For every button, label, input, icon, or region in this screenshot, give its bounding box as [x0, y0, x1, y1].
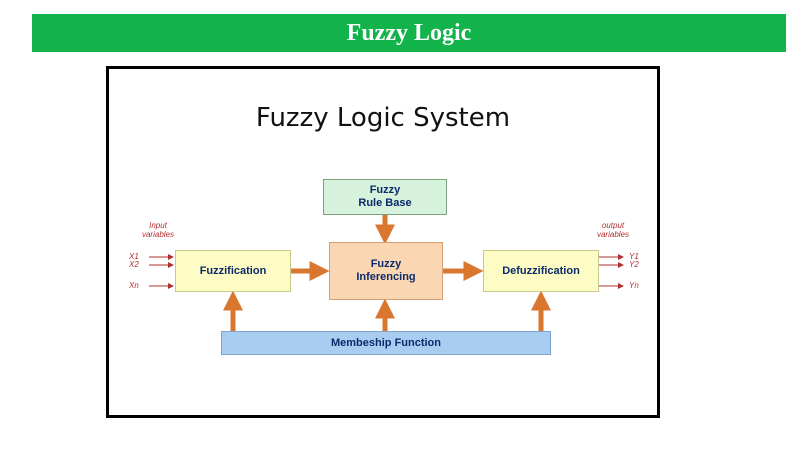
fuzzification-box: Fuzzification: [175, 250, 291, 292]
diagram-frame: Fuzzy Logic System Fuz: [106, 66, 660, 418]
output-variables-label: output variables: [596, 221, 629, 239]
input-variables-label: Input variables: [141, 221, 174, 239]
diagram-title: Fuzzy Logic System: [255, 103, 511, 133]
output-yn-label: Yn: [629, 281, 639, 290]
output-y2-label: Y2: [629, 260, 639, 269]
inferencing-line2: Inferencing: [356, 271, 416, 283]
header-banner: Fuzzy Logic: [32, 14, 786, 52]
flow-arrows: [149, 215, 624, 331]
defuzzification-box: Defuzzification: [483, 250, 599, 292]
inferencing-line1: Fuzzy: [370, 258, 402, 270]
defuzzification-label: Defuzzification: [502, 264, 580, 277]
fuzzification-label: Fuzzification: [199, 264, 267, 277]
output-y1-label: Y1: [629, 252, 639, 261]
membership-function-box: Membeship Function: [221, 331, 551, 355]
input-xn-label: Xn: [129, 281, 139, 290]
rule-base-box: Fuzzy Rule Base: [323, 179, 447, 215]
rule-base-line2: Rule Base: [358, 197, 412, 209]
header-title: Fuzzy Logic: [346, 19, 472, 46]
input-x2-label: X2: [129, 260, 139, 269]
membership-function-label: Membeship Function: [331, 336, 441, 349]
inferencing-box: Fuzzy Inferencing: [329, 242, 443, 300]
rule-base-line1: Fuzzy: [369, 184, 401, 196]
input-x1-label: X1: [129, 252, 139, 261]
